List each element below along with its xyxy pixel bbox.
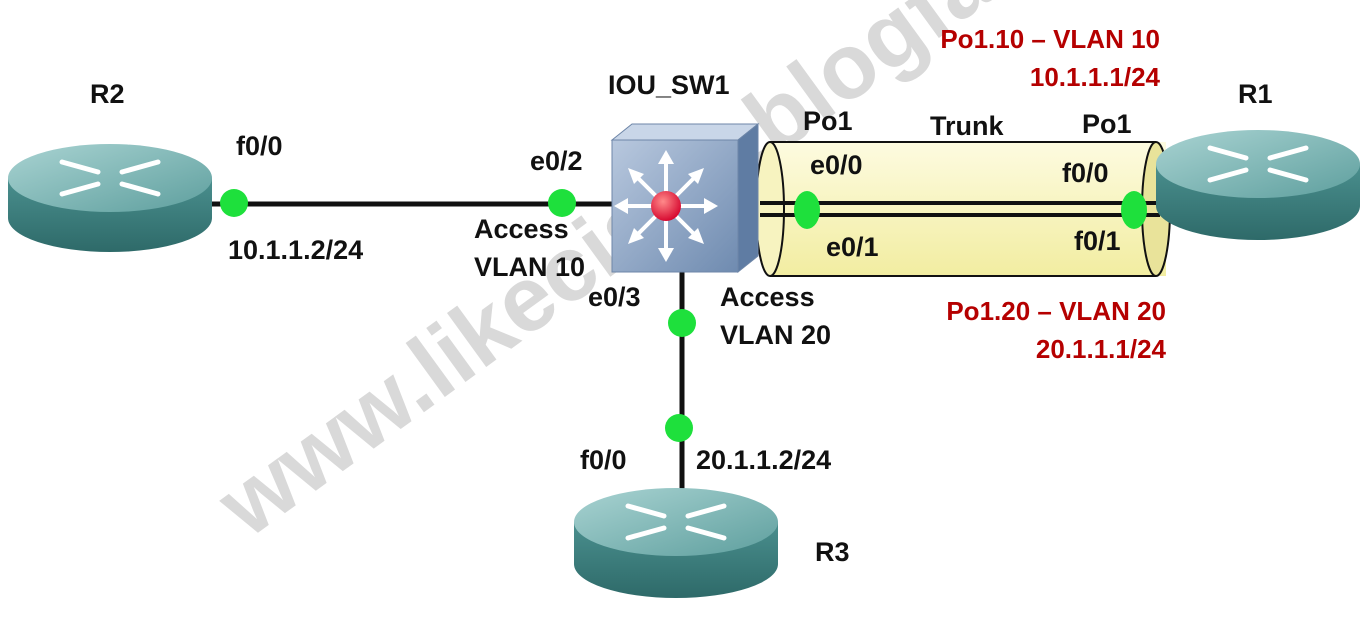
label-sw-e0-1: e0/1 <box>826 232 879 262</box>
label-r1-f0-1: f0/1 <box>1074 226 1121 256</box>
label-r2-f0-0: f0/0 <box>236 131 283 161</box>
router-arrows-icon <box>1207 145 1309 183</box>
label-sw-e0-2-mode: Access <box>474 214 569 244</box>
label-r1-f0-0: f0/0 <box>1062 158 1109 188</box>
dot-r2-f0-0 <box>220 189 248 217</box>
router-arrows-icon <box>625 503 727 541</box>
switch-iou-sw1[interactable] <box>610 122 760 274</box>
label-sw-po1: Po1 <box>803 106 853 136</box>
label-trunk: Trunk <box>930 111 1004 141</box>
router-r1[interactable] <box>1156 130 1360 240</box>
label-sw-e0-3-vlan: VLAN 20 <box>720 320 831 350</box>
device-label-r2: R2 <box>90 79 125 109</box>
subif-po1-20-ip: 20.1.1.1/24 <box>1036 334 1167 364</box>
subif-po1-10-name: Po1.10 – VLAN 10 <box>940 24 1160 54</box>
label-sw-e0-3: e0/3 <box>588 282 641 312</box>
device-label-sw1: IOU_SW1 <box>608 70 730 100</box>
label-r3-ip: 20.1.1.2/24 <box>696 445 831 475</box>
link-status-dots <box>220 189 1147 442</box>
label-sw-e0-2: e0/2 <box>530 146 583 176</box>
label-sw-e0-2-vlan: VLAN 10 <box>474 252 585 282</box>
switch-core-dot <box>651 191 681 221</box>
router-r2[interactable] <box>8 144 212 252</box>
dot-r3-f0-0 <box>665 414 693 442</box>
label-r3-f0-0: f0/0 <box>580 445 627 475</box>
label-sw-e0-3-mode: Access <box>720 282 815 312</box>
router-arrows-icon <box>59 159 161 197</box>
device-label-r3: R3 <box>815 537 850 567</box>
dot-sw-e0-3 <box>668 309 696 337</box>
dot-sw-e0-2 <box>548 189 576 217</box>
subif-po1-20-name: Po1.20 – VLAN 20 <box>946 296 1166 326</box>
label-sw-e0-0: e0/0 <box>810 150 863 180</box>
dot-sw-po1 <box>794 191 820 229</box>
label-r2-ip: 10.1.1.2/24 <box>228 235 363 265</box>
router-r3[interactable] <box>574 488 778 598</box>
device-label-r1: R1 <box>1238 79 1273 109</box>
dot-r1-po1 <box>1121 191 1147 229</box>
subif-po1-10-ip: 10.1.1.1/24 <box>1030 62 1161 92</box>
label-r1-po1: Po1 <box>1082 109 1132 139</box>
